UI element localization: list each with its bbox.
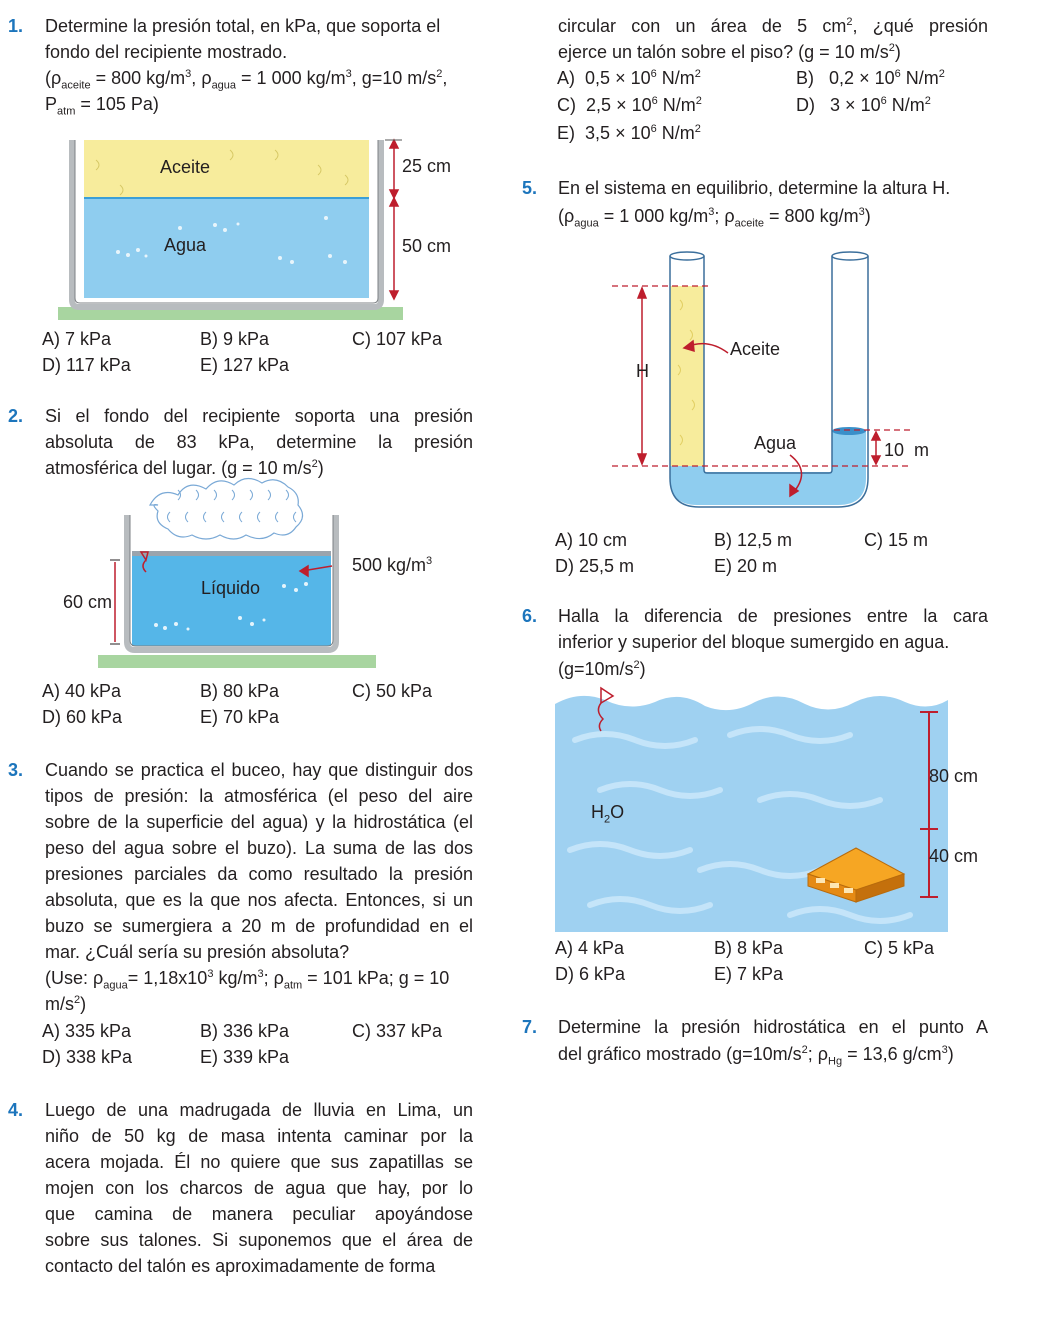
question-text: buzo se sumergiera a 20 m de profundidad… — [45, 916, 473, 936]
height-label: 50 cm — [402, 236, 452, 256]
option[interactable]: D) 60 kPa — [42, 707, 123, 727]
question-text: inferior y superior del bloque sumergido… — [558, 632, 950, 652]
option[interactable]: C) 107 kPa — [352, 329, 443, 349]
question-text: fondo del recipiente mostrado. — [45, 42, 288, 62]
question-text: acera mojada. Él no quiere que sus zapat… — [45, 1152, 473, 1172]
question-text: sobre sus talones. Si suponemos que el á… — [45, 1230, 473, 1250]
question-text: absoluta, que es la que nos afecta. Ento… — [45, 890, 473, 910]
question-text: Luego de una madrugada de lluvia en Lima… — [45, 1100, 473, 1120]
option[interactable]: B) 80 kPa — [200, 681, 280, 701]
question-text: tipos de presión: la atmosférica (el pes… — [45, 786, 473, 806]
data-line: Patm = 105 Pa) — [45, 94, 159, 118]
question-number: 6. — [522, 606, 538, 626]
question-text: del gráfico mostrado (g=10m/s2; ρHg = 13… — [558, 1044, 954, 1068]
option[interactable]: E) 70 kPa — [200, 707, 280, 727]
question-text: ejerce un talón sobre el piso? (g = 10 m… — [558, 42, 901, 62]
option[interactable]: A) 0,5 × 106 N/m2 — [557, 68, 701, 88]
question-text: niño de 50 kg de masa intenta caminar po… — [45, 1126, 473, 1146]
question-text: Determine la presión hidrostática en el … — [558, 1017, 988, 1037]
option[interactable]: D) 117 kPa — [42, 355, 131, 375]
option[interactable]: A) 7 kPa — [42, 329, 112, 349]
question-text: que camina de manera peculiar apoyándose — [45, 1204, 473, 1224]
question-text: absoluta de 83 kPa, determine la presión — [45, 432, 473, 452]
height-label: 10 m — [884, 440, 930, 460]
question-number: 2. — [8, 406, 24, 426]
water-formula-label: H2O — [591, 802, 625, 826]
height-label: 60 cm — [63, 592, 113, 612]
question-text: presiones parciales da como resultado la… — [45, 864, 473, 884]
question-text: Determine la presión total, en kPa, que … — [45, 16, 441, 36]
option[interactable]: C) 5 kPa — [864, 938, 935, 958]
question-number: 7. — [522, 1017, 538, 1037]
option[interactable]: B) 12,5 m — [714, 530, 793, 550]
question-text: (g=10m/s2) — [558, 659, 646, 679]
option[interactable]: E) 7 kPa — [714, 964, 784, 984]
option[interactable]: B) 336 kPa — [200, 1021, 290, 1041]
data-line: (Use: ρagua= 1,18x103 kg/m3; ρatm = 101 … — [45, 968, 450, 992]
liquid-label: Líquido — [201, 578, 261, 598]
question-text: Si el fondo del recipiente soporta una p… — [45, 406, 473, 426]
data-line: m/s2) — [45, 994, 87, 1014]
option[interactable]: C) 2,5 × 106 N/m2 — [557, 95, 702, 115]
water-label: Agua — [754, 433, 797, 453]
option[interactable]: C) 15 m — [864, 530, 929, 550]
question-text: mojen con los charcos de agua que hay, p… — [45, 1178, 473, 1198]
density-label: 500 kg/m3 — [352, 555, 433, 575]
water-label: Agua — [164, 235, 207, 255]
option[interactable]: A) 335 kPa — [42, 1021, 132, 1041]
option[interactable]: A) 40 kPa — [42, 681, 122, 701]
question-number: 5. — [522, 178, 538, 198]
option[interactable]: E) 127 kPa — [200, 355, 290, 375]
question-text: atmosférica del lugar. (g = 10 m/s2) — [45, 458, 324, 478]
height-label: H — [636, 361, 649, 381]
option[interactable]: C) 337 kPa — [352, 1021, 443, 1041]
data-line: (ρaceite = 800 kg/m3, ρagua = 1 000 kg/m… — [45, 68, 448, 92]
option[interactable]: E) 20 m — [714, 556, 778, 576]
question-text: En el sistema en equilibrio, determine l… — [558, 178, 951, 198]
option[interactable]: B) 8 kPa — [714, 938, 784, 958]
option[interactable]: E) 339 kPa — [200, 1047, 290, 1067]
option[interactable]: D) 338 kPa — [42, 1047, 133, 1067]
depth-label: 80 cm — [929, 766, 979, 786]
option[interactable]: C) 50 kPa — [352, 681, 433, 701]
question-number: 4. — [8, 1100, 24, 1120]
oil-label: Aceite — [730, 339, 781, 359]
option[interactable]: B) 9 kPa — [200, 329, 270, 349]
oil-label: Aceite — [160, 157, 211, 177]
option[interactable]: A) 10 cm — [555, 530, 628, 550]
question-text: sobre de la superficie del agua) y la hi… — [45, 812, 473, 832]
question-text: Cuando se practica el buceo, hay que dis… — [45, 760, 473, 780]
question-number: 1. — [8, 16, 24, 36]
height-label: 25 cm — [402, 156, 452, 176]
option[interactable]: A) 4 kPa — [555, 938, 625, 958]
data-line: (ρagua = 1 000 kg/m3; ρaceite = 800 kg/m… — [558, 206, 871, 230]
option[interactable]: B) 0,2 × 106 N/m2 — [796, 68, 945, 88]
option[interactable]: D) 6 kPa — [555, 964, 626, 984]
option[interactable]: D) 3 × 106 N/m2 — [796, 95, 931, 115]
question-text: Halla la diferencia de presiones entre l… — [558, 606, 988, 626]
option[interactable]: E) 3,5 × 106 N/m2 — [557, 123, 701, 143]
question-text: contacto del talón es aproximadamente de… — [45, 1256, 436, 1276]
depth-label: 40 cm — [929, 846, 979, 866]
question-number: 3. — [8, 760, 24, 780]
question-text: mar. ¿Cuál sería su presión absoluta? — [45, 942, 350, 962]
question-text: peso del agua sobre el buzo). La suma de… — [45, 838, 473, 858]
question-text: circular con un área de 5 cm2, ¿qué pres… — [558, 16, 988, 36]
option[interactable]: D) 25,5 m — [555, 556, 635, 576]
